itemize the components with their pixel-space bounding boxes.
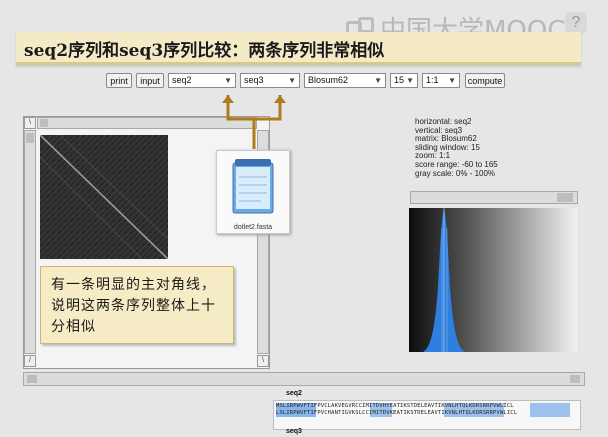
seq-b-value: seq3 bbox=[244, 75, 264, 85]
seq-b-select[interactable]: seq3 ▼ bbox=[240, 73, 300, 88]
info-vertical: vertical: seq3 bbox=[415, 125, 463, 135]
title-banner: seq2序列和seq3序列比较：两条序列非常相似 bbox=[16, 32, 581, 65]
chevron-down-icon: ▼ bbox=[288, 76, 296, 85]
corner-button[interactable]: \ bbox=[257, 355, 269, 367]
top-scrollbar[interactable] bbox=[37, 117, 257, 129]
dotplot-image bbox=[40, 135, 168, 259]
window-value: 15 bbox=[394, 75, 405, 85]
corner-button[interactable]: / bbox=[24, 355, 36, 367]
score-histogram bbox=[409, 208, 577, 352]
scroll-thumb[interactable] bbox=[26, 133, 34, 143]
matrix-value: Blosum62 bbox=[308, 75, 349, 85]
info-matrix: matrix: Blosum62 bbox=[415, 134, 477, 144]
input-button[interactable]: input bbox=[136, 73, 164, 88]
callout-text: 有一条明显的主对角线，说明这两条序列整体上十分相似 bbox=[51, 277, 216, 335]
left-scrollbar[interactable] bbox=[24, 130, 36, 354]
info-score-range: score range: -60 to 165 bbox=[415, 159, 498, 169]
info-window: sliding window: 15 bbox=[415, 142, 480, 152]
seq-a-select[interactable]: seq2 ▼ bbox=[168, 73, 236, 88]
notepad-file-icon bbox=[232, 159, 274, 214]
compute-button[interactable]: compute bbox=[465, 73, 505, 88]
print-button[interactable]: print bbox=[106, 73, 132, 88]
chevron-down-icon: ▼ bbox=[406, 76, 414, 85]
seq-a-value: seq2 bbox=[172, 75, 192, 85]
info-gray-scale: gray scale: 0% - 100% bbox=[415, 168, 496, 178]
chevron-down-icon: ▼ bbox=[448, 76, 456, 85]
alignment-row-2: LSLIRPWVFTIFPVCHANTIGVKSLCCIMITDVKEATIKS… bbox=[276, 410, 518, 416]
window-select[interactable]: 15▼ bbox=[390, 73, 418, 88]
arrow-connector bbox=[222, 95, 286, 149]
banner-title: seq2序列和seq3序列比较：两条序列非常相似 bbox=[24, 41, 385, 61]
main-diagonal bbox=[40, 135, 168, 259]
zoom-select[interactable]: 1:1 ▼ bbox=[422, 73, 460, 88]
zoom-value: 1:1 bbox=[426, 75, 439, 85]
file-name: dotlet2.fasta bbox=[233, 224, 273, 231]
alignment-row-1: MSLIRPWVFTIFPVCLAKVEGVRCCIMITDVHYEATIKST… bbox=[276, 403, 514, 409]
alignment-view: MSLIRPWVFTIFPVCLAKVEGVRCCIMITDVHYEATIKST… bbox=[273, 400, 581, 430]
histogram-scrollbar[interactable] bbox=[410, 191, 578, 204]
chevron-down-icon: ▼ bbox=[224, 76, 232, 85]
scroll-thumb[interactable] bbox=[27, 375, 37, 383]
scroll-thumb[interactable] bbox=[40, 119, 48, 127]
help-icon[interactable]: ? bbox=[565, 12, 587, 34]
fasta-file[interactable]: dotlet2.fasta bbox=[216, 150, 290, 234]
scroll-thumb[interactable] bbox=[557, 193, 573, 202]
alignment-label-top: seq2 bbox=[286, 390, 302, 397]
bottom-scrollbar[interactable] bbox=[23, 372, 585, 386]
chevron-down-icon: ▼ bbox=[374, 76, 382, 85]
corner-button[interactable]: \ bbox=[24, 117, 36, 129]
annotation-callout: 有一条明显的主对角线，说明这两条序列整体上十分相似 bbox=[40, 266, 234, 344]
scroll-thumb[interactable] bbox=[570, 375, 580, 383]
alignment-label-bottom: seq3 bbox=[286, 428, 302, 435]
info-horizontal: horizontal: seq2 bbox=[415, 117, 472, 126]
matrix-select[interactable]: Blosum62 ▼ bbox=[304, 73, 386, 88]
info-zoom: zoom: 1:1 bbox=[415, 151, 451, 161]
